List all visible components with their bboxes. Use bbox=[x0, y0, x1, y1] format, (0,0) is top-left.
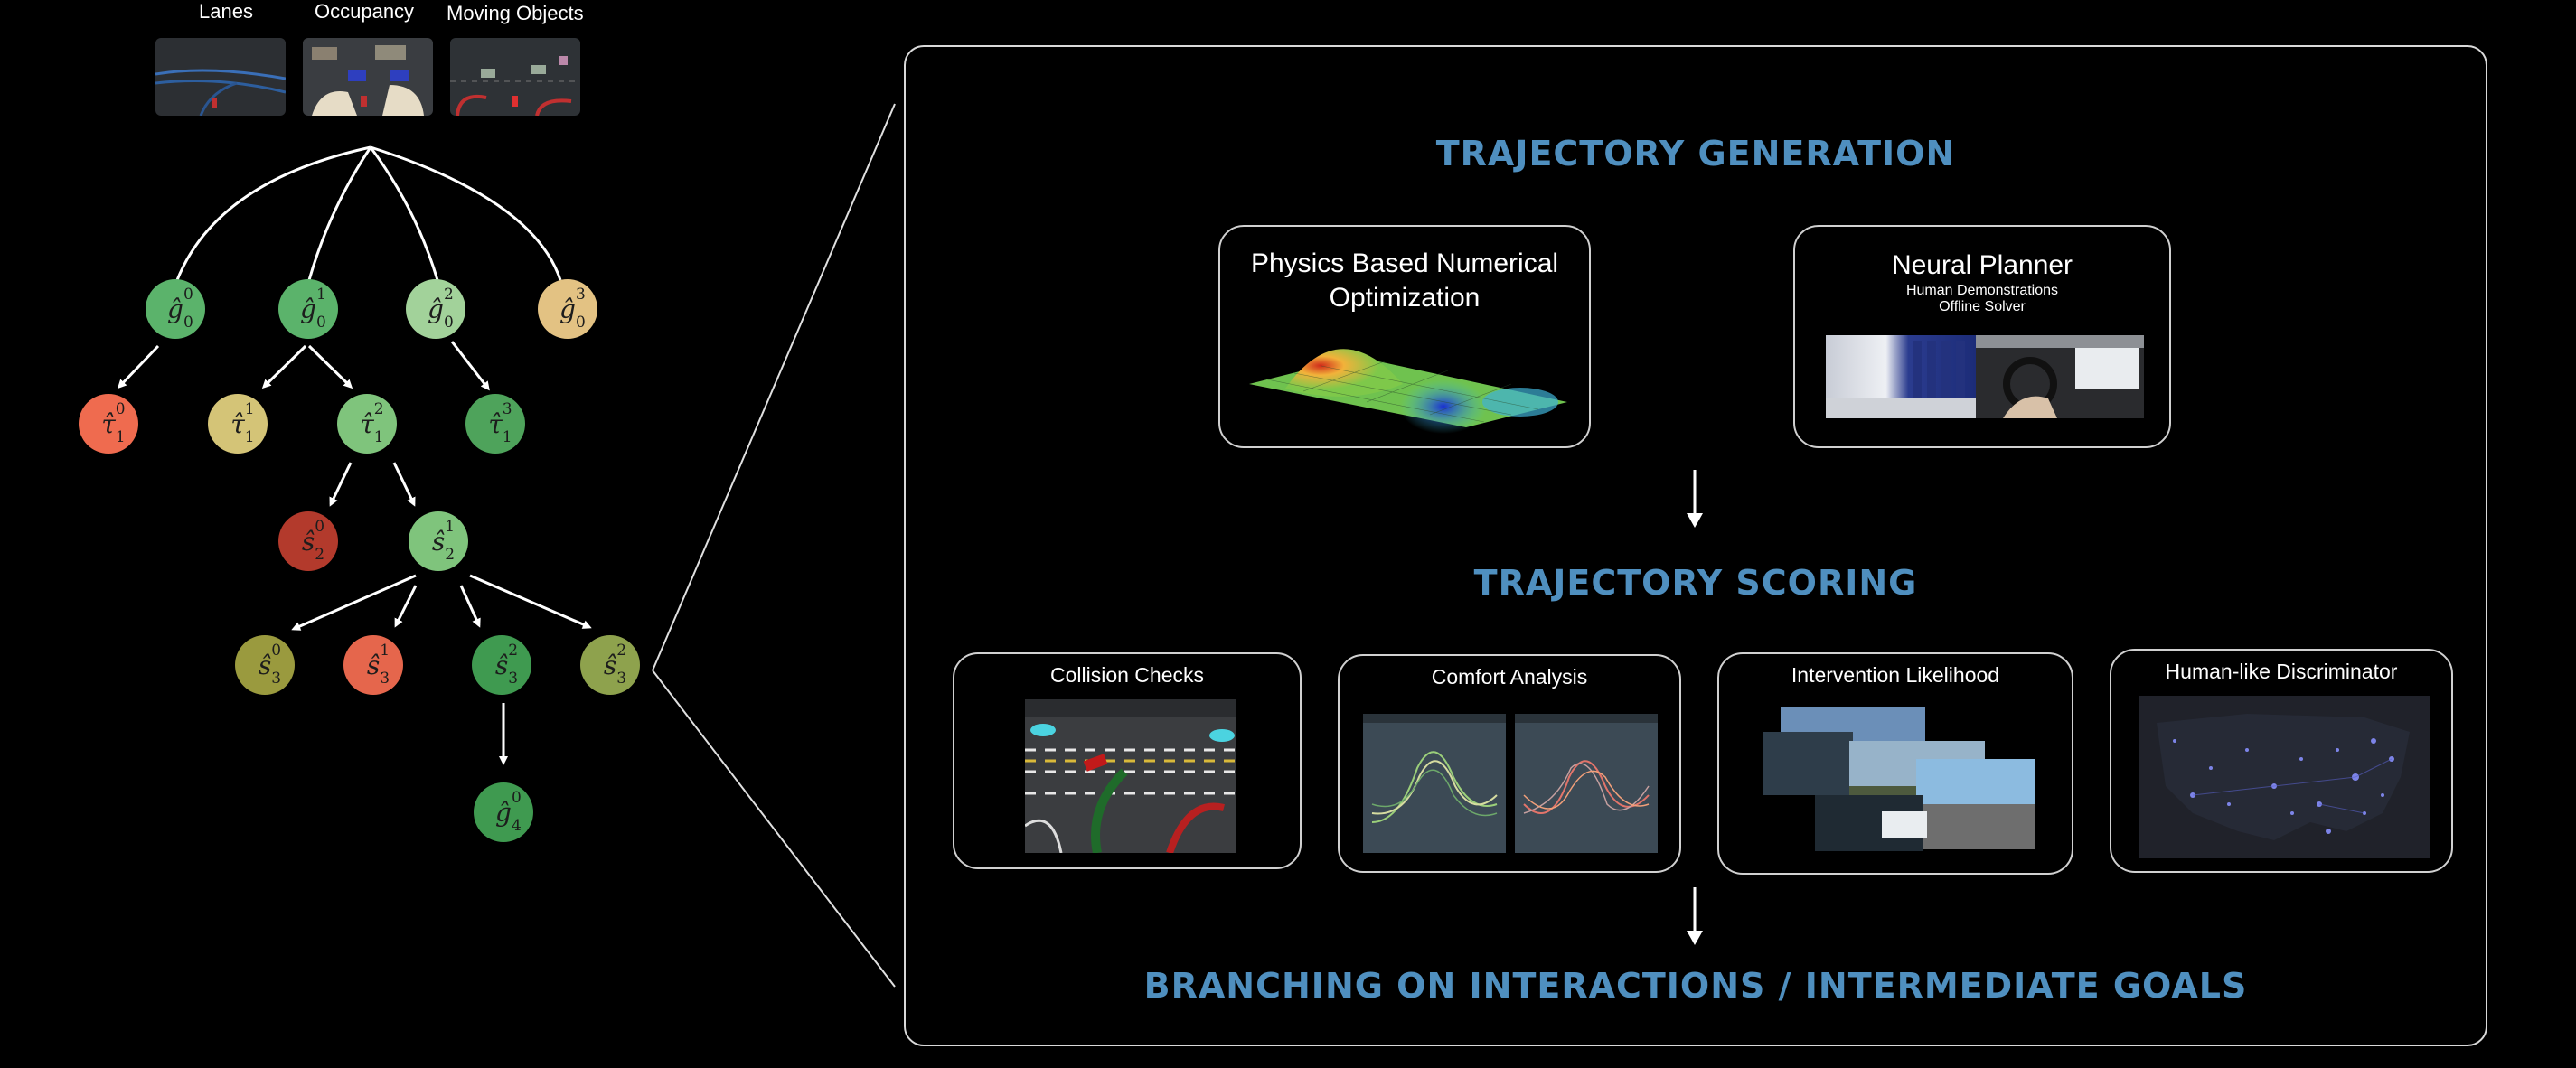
edge-g02-t13 bbox=[450, 341, 490, 391]
detail-panel bbox=[904, 45, 2487, 1046]
occupancy-thumbnail bbox=[303, 38, 433, 116]
comfort-graph-right bbox=[1515, 714, 1658, 853]
collision-checks-image bbox=[1025, 699, 1236, 853]
edge-t12-s20 bbox=[329, 462, 353, 507]
physics-box-title-line1: Physics Based Numerical bbox=[1250, 248, 1559, 278]
lanes-thumbnail bbox=[155, 38, 286, 116]
edge-t12-s21 bbox=[392, 462, 416, 507]
edge-g01-t11 bbox=[261, 344, 307, 389]
human-like-discriminator-box: Human-like Discriminator bbox=[2110, 649, 2453, 873]
driver-cockpit-image bbox=[1976, 335, 2144, 418]
edge-root-g01 bbox=[307, 146, 372, 281]
neural-planner-subtitle-human: Human Demonstrations bbox=[1905, 283, 2059, 298]
edge-root-g00 bbox=[175, 145, 371, 281]
arrow-scoring-to-branching bbox=[1687, 887, 1703, 945]
neural-planner-subtitle-solver: Offline Solver bbox=[1939, 299, 2026, 314]
edge-s21-s30 bbox=[291, 574, 417, 631]
heading-trajectory-generation: TRAJECTORY GENERATION bbox=[1435, 134, 1956, 173]
edge-g00-t10 bbox=[117, 344, 160, 389]
collision-checks-title: Collision Checks bbox=[1049, 663, 1204, 687]
edge-root-g02 bbox=[369, 146, 439, 281]
collision-checks-box: Collision Checks bbox=[953, 652, 1302, 869]
human-like-discriminator-title: Human-like Discriminator bbox=[2165, 660, 2398, 683]
intervention-likelihood-box: Intervention Likelihood bbox=[1717, 652, 2073, 875]
datacenter-image bbox=[1826, 335, 1976, 418]
heading-trajectory-scoring: TRAJECTORY SCORING bbox=[1473, 563, 1918, 603]
physics-optimization-box: Physics Based Numerical Optimization bbox=[1218, 225, 1591, 448]
neural-planner-title: Neural Planner bbox=[1891, 250, 2073, 280]
heading-branching: BRANCHING ON INTERACTIONS / INTERMEDIATE… bbox=[1143, 966, 2248, 1006]
zoom-connector-lines bbox=[652, 103, 896, 988]
optimization-surface-image bbox=[1249, 349, 1567, 434]
intervention-likelihood-title: Intervention Likelihood bbox=[1791, 663, 2000, 687]
edge-g01-t12 bbox=[307, 344, 353, 389]
edge-root-g03 bbox=[370, 145, 562, 281]
edge-s21-s33 bbox=[469, 574, 592, 629]
tree-edges bbox=[117, 145, 592, 765]
edge-s21-s31 bbox=[394, 585, 418, 628]
comfort-analysis-box: Comfort Analysis bbox=[1338, 654, 1681, 873]
input-label-moving-objects: Moving Objects bbox=[447, 2, 584, 24]
intervention-collage-image bbox=[1763, 705, 2035, 858]
moving-objects-thumbnail bbox=[450, 38, 580, 116]
neural-planner-box: Neural Planner Human Demonstrations Offl… bbox=[1793, 225, 2171, 448]
physics-box-title-line2: Optimization bbox=[1329, 283, 1481, 313]
edge-s21-s32 bbox=[459, 585, 481, 628]
input-label-occupancy: Occupancy bbox=[315, 0, 415, 23]
input-label-lanes: Lanes bbox=[199, 0, 253, 23]
usa-map-image bbox=[2139, 696, 2430, 858]
arrow-generation-to-scoring bbox=[1687, 470, 1703, 528]
comfort-graph-left bbox=[1363, 714, 1506, 853]
comfort-analysis-title: Comfort Analysis bbox=[1431, 665, 1588, 689]
